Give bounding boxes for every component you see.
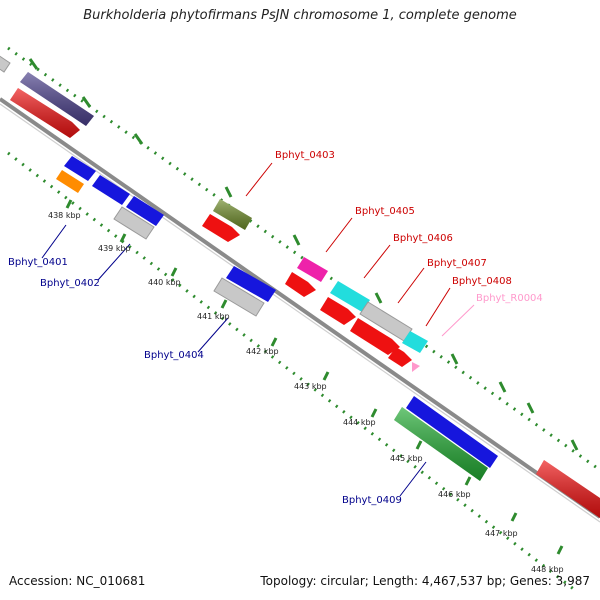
backbone-inner: [0, 103, 600, 523]
tick-label: 442 kbp: [246, 347, 279, 356]
gene-label-bphyt-0404[interactable]: Bphyt_0404: [144, 350, 204, 361]
outer-ring-ticks: [28, 58, 579, 451]
tick-label: 443 kbp: [294, 382, 327, 391]
gene-feature[interactable]: [350, 318, 400, 355]
gene-labels: Bphyt_0401 Bphyt_0402 Bphyt_0403 Bphyt_0…: [8, 150, 543, 506]
gene-feature[interactable]: [402, 331, 428, 353]
tick-label: 441 kbp: [197, 312, 230, 321]
gene-feature[interactable]: [226, 266, 276, 302]
tick-label: 447 kbp: [485, 529, 518, 538]
gene-label-bphyt-0402[interactable]: Bphyt_0402: [40, 278, 100, 289]
gene-feature[interactable]: [113, 206, 155, 240]
gene-feature[interactable]: [330, 281, 370, 312]
gene-feature[interactable]: [56, 170, 84, 193]
gene-label-bphyt-0405[interactable]: Bphyt_0405: [355, 206, 415, 217]
tick-label: 448 kbp: [531, 565, 564, 574]
tick-label: 446 kbp: [438, 490, 471, 499]
tick-labels: 438 kbp 439 kbp 440 kbp 441 kbp 442 kbp …: [48, 211, 564, 574]
gene-features: [0, 55, 600, 518]
gene-feature[interactable]: [0, 55, 11, 73]
gene-label-bphyt-0409[interactable]: Bphyt_0409: [342, 495, 402, 506]
gene-label-bphyt-0406[interactable]: Bphyt_0406: [393, 233, 453, 244]
gene-feature[interactable]: [126, 196, 164, 226]
gene-feature[interactable]: [412, 362, 420, 372]
map-title: Burkholderia phytofirmans PsJN chromosom…: [83, 8, 517, 23]
gene-label-bphyt-0401[interactable]: Bphyt_0401: [8, 257, 68, 268]
inner-ring-ticks: [65, 199, 564, 555]
gene-label-bphyt-0403[interactable]: Bphyt_0403: [275, 150, 335, 161]
gene-label-bphyt-0408[interactable]: Bphyt_0408: [452, 276, 512, 287]
gene-feature[interactable]: [320, 297, 356, 325]
gene-feature[interactable]: [285, 272, 316, 297]
tick-label: 439 kbp: [98, 244, 131, 253]
gene-feature[interactable]: [213, 277, 265, 317]
leader-lines: [41, 162, 475, 497]
tick-label: 444 kbp: [343, 418, 376, 427]
gene-label-bphyt-r0004[interactable]: Bphyt_R0004: [476, 293, 543, 304]
tick-label: 440 kbp: [148, 278, 181, 287]
gene-feature[interactable]: [202, 214, 240, 242]
genome-summary: Topology: circular; Length: 4,467,537 bp…: [260, 574, 590, 588]
inner-dotted-ring: [7, 151, 576, 592]
tick-label: 438 kbp: [48, 211, 81, 220]
gene-feature[interactable]: [297, 257, 328, 282]
gene-feature[interactable]: [92, 175, 130, 205]
gene-label-bphyt-0407[interactable]: Bphyt_0407: [427, 258, 487, 269]
backbone-outer: [0, 97, 600, 519]
gene-feature[interactable]: [64, 156, 96, 181]
accession-label: Accession: NC_010681: [9, 574, 146, 588]
gene-feature[interactable]: [406, 396, 498, 468]
gene-feature[interactable]: [388, 347, 412, 367]
tick-label: 445 kbp: [390, 454, 423, 463]
